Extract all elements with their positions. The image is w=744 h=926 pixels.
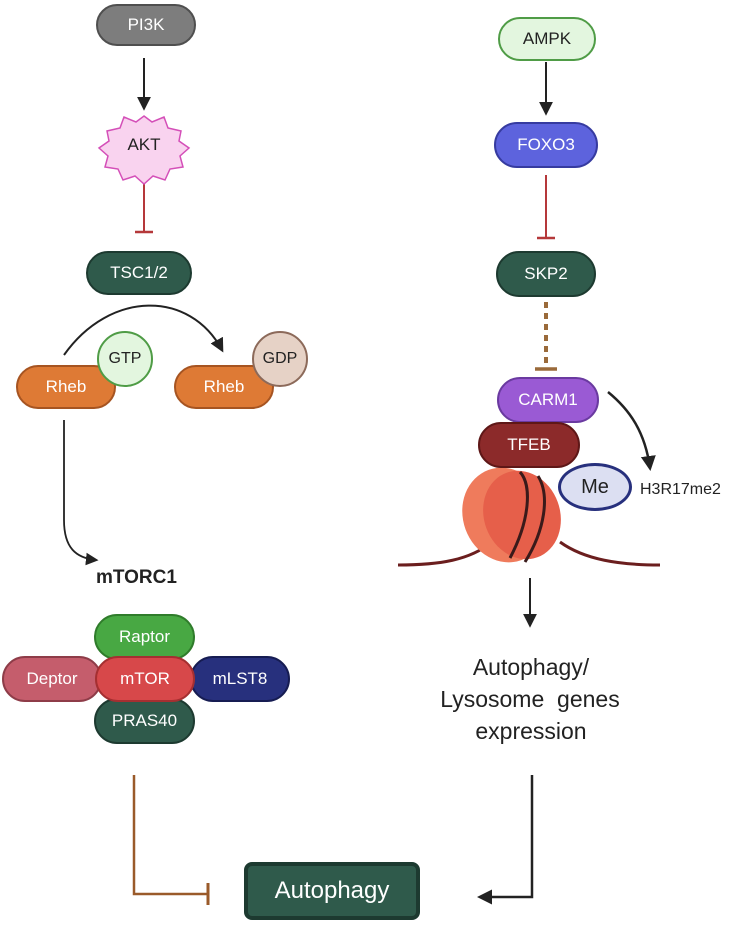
pi3k-label: PI3K — [127, 15, 165, 34]
gdp-label: GDP — [262, 350, 298, 367]
raptor-node: Raptor — [94, 614, 195, 660]
akt-node: AKT — [104, 125, 184, 165]
tfeb-node: TFEB — [478, 422, 580, 468]
mtorc1-title: mTORC1 — [96, 567, 177, 588]
foxo3-label: FOXO3 — [517, 135, 575, 154]
skp2-label: SKP2 — [524, 264, 568, 283]
rheb-gtp-label: Rheb — [45, 377, 87, 396]
pras40-node: PRAS40 — [94, 698, 195, 744]
pras40-label: PRAS40 — [111, 711, 178, 730]
akt-label: AKT — [127, 135, 161, 154]
deptor-node: Deptor — [2, 656, 102, 702]
gdp-node: GDP — [252, 331, 308, 387]
mlst8-node: mLST8 — [190, 656, 290, 702]
rheb-gdp-label: Rheb — [203, 377, 245, 396]
genes-text-line1: Autophagy/ — [472, 654, 590, 680]
rheb-gtp-node: Rheb — [16, 365, 116, 409]
inhibit-mtorc1-autophagy — [132, 775, 208, 896]
pi3k-node: PI3K — [96, 4, 196, 46]
tsc-node: TSC1/2 — [86, 251, 192, 295]
me-label: Me — [581, 475, 609, 498]
arrow-gtp-hydrolysis — [63, 304, 224, 356]
autophagy-node: Autophagy — [244, 862, 420, 920]
arrow-carm1-methylation — [607, 391, 656, 471]
autophagy-label: Autophagy — [274, 877, 390, 904]
foxo3-node: FOXO3 — [494, 122, 598, 168]
genes-text-line3: expression — [475, 718, 587, 744]
deptor-label: Deptor — [26, 669, 78, 688]
ampk-node: AMPK — [498, 17, 596, 61]
arrow-genes-autophagy — [477, 775, 534, 905]
h3r17me2-label: H3R17me2 — [640, 481, 721, 498]
akt-shape — [97, 115, 191, 186]
skp2-node: SKP2 — [496, 251, 596, 297]
raptor-label: Raptor — [118, 627, 171, 646]
gtp-label: GTP — [108, 350, 142, 367]
mtor-node: mTOR — [95, 656, 195, 702]
carm1-node: CARM1 — [497, 377, 599, 423]
ampk-label: AMPK — [522, 29, 572, 48]
me-node: Me — [558, 463, 632, 511]
tfeb-label: TFEB — [507, 435, 551, 454]
gtp-node: GTP — [97, 331, 153, 387]
arrow-rheb-mtorc1 — [63, 420, 99, 566]
carm1-label: CARM1 — [518, 390, 578, 409]
mlst8-label: mLST8 — [212, 669, 268, 688]
genes-text-line2: Lysosome genes — [440, 686, 620, 712]
tsc-label: TSC1/2 — [110, 263, 168, 282]
mtor-label: mTOR — [120, 669, 170, 688]
nucleosome — [462, 467, 561, 563]
